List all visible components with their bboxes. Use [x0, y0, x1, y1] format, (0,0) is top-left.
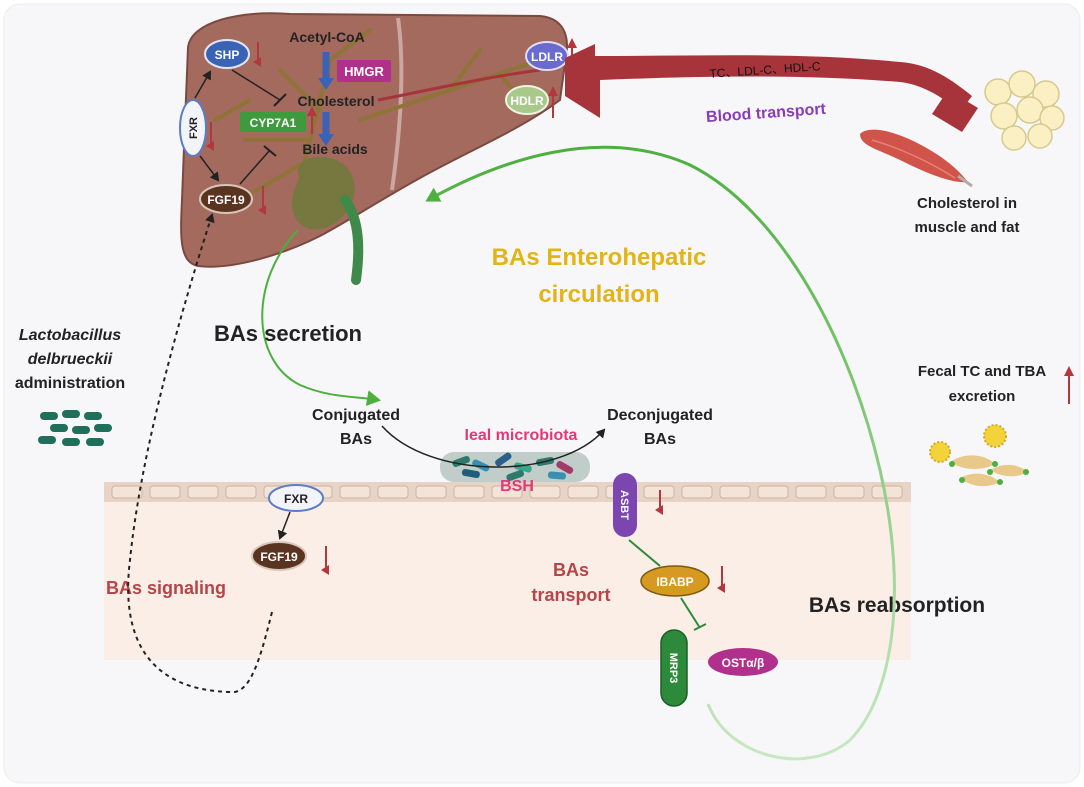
fgf19-gut-label: FGF19	[260, 550, 298, 564]
fgf19-inhibit-line	[239, 149, 271, 185]
background-panel	[3, 3, 1081, 784]
conjugated-line2: BAs	[340, 431, 372, 448]
intestine-wall	[104, 482, 911, 660]
acetyl-coa-label: Acetyl-CoA	[289, 29, 364, 45]
ibabp-node: IBABP	[640, 565, 710, 597]
ldlr-node: LDLR	[525, 41, 569, 71]
cyp7a1-up-arrowhead	[307, 106, 317, 116]
circulation-title-line2: circulation	[538, 281, 659, 308]
deconjugated-line1: Deconjugated	[607, 407, 713, 424]
lactobacillus-line2: delbrueckii	[28, 351, 113, 368]
fxr-gut-label: FXR	[284, 492, 308, 506]
fxr-to-fgf19-arrow	[199, 155, 220, 182]
fecal-line2: excretion	[949, 388, 1016, 405]
fgf19-liver-node: FGF19	[199, 184, 253, 214]
ibabp-label: IBABP	[656, 575, 693, 589]
asbt-to-ibabp-line	[628, 539, 661, 567]
fxr-to-fgf19-gut-arrow	[277, 511, 291, 540]
bile-acids-label: Bile acids	[302, 141, 368, 157]
lactobacillus-line1: Lactobacillus	[19, 327, 121, 344]
cholesterol-muscle-line2: muscle and fat	[914, 219, 1019, 236]
hdlr-label: HDLR	[510, 94, 544, 108]
fxr-to-shp-arrow	[194, 70, 211, 99]
deconjugation-arrow	[381, 425, 606, 468]
asbt-label: ASBT	[618, 490, 630, 520]
fgf19-liver-label: FGF19	[207, 193, 245, 207]
reabsorption-label: BAs reabsorption	[809, 594, 985, 617]
reabsorption-arrow	[425, 145, 896, 761]
mrp3-label: MRP3	[667, 653, 679, 684]
fgf19-gut-node: FGF19	[251, 541, 307, 571]
conjugated-line1: Conjugated	[312, 407, 400, 424]
signaling-dashed-arrow	[127, 213, 273, 694]
hmgr-label: HMGR	[344, 64, 384, 79]
lactobacillus-bacteria-icon	[38, 410, 112, 446]
hdlr-node: HDLR	[505, 85, 549, 115]
shp-inhibit-bar	[273, 93, 287, 107]
fecal-line1: Fecal TC and TBA	[918, 363, 1047, 380]
chol-to-ba-arrowhead	[318, 134, 334, 146]
hdlr-up-arrowhead	[548, 86, 558, 96]
cyp7a1-label: CYP7A1	[250, 116, 297, 130]
asbt-node: ASBT	[613, 473, 637, 537]
shp-node: SHP	[204, 39, 250, 69]
hmgr-box: HMGR	[337, 60, 391, 82]
ost-label: OSTα/β	[722, 656, 765, 670]
ldlr-label: LDLR	[531, 50, 563, 64]
fecal-excretion-icon	[929, 424, 1029, 487]
fgf19-inhibit-bar	[263, 145, 277, 157]
mrp3-node: MRP3	[660, 629, 688, 707]
cholesterol-label: Cholesterol	[297, 93, 374, 109]
fxr-liver-node: FXR	[179, 99, 207, 157]
secretion-arrow	[261, 229, 381, 407]
shp-inhibit-line	[231, 69, 281, 101]
fecal-up-arrowhead	[1064, 366, 1074, 376]
cholesterol-muscle-line1: Cholesterol in	[917, 195, 1017, 212]
signaling-label: BAs signaling	[106, 578, 226, 598]
secretion-label: BAs secretion	[214, 321, 362, 346]
fxr-gut-node: FXR	[268, 484, 324, 512]
fxr-liver-label: FXR	[188, 117, 200, 139]
transport-line1: BAs	[553, 560, 589, 580]
ibabp-ost-bar	[693, 623, 707, 631]
fat-cells-icon	[984, 70, 1065, 151]
blood-vessel	[565, 44, 978, 132]
deconjugated-line2: BAs	[644, 431, 676, 448]
transport-line2: transport	[531, 585, 610, 605]
microbiota-label: Ieal microbiota	[465, 427, 578, 444]
ldlr-up-arrowhead	[567, 38, 577, 48]
lactobacillus-line3: administration	[15, 375, 125, 392]
ibabp-to-ost-line	[680, 597, 701, 629]
ost-node: OSTα/β	[708, 648, 778, 676]
circulation-title-line1: BAs Enterohepatic	[492, 244, 707, 271]
muscle-icon	[860, 129, 973, 188]
acetyl-to-chol-arrowhead	[318, 78, 334, 90]
shp-label: SHP	[215, 48, 240, 62]
bsh-label: BSH	[500, 478, 534, 495]
cyp7a1-box: CYP7A1	[240, 112, 306, 132]
